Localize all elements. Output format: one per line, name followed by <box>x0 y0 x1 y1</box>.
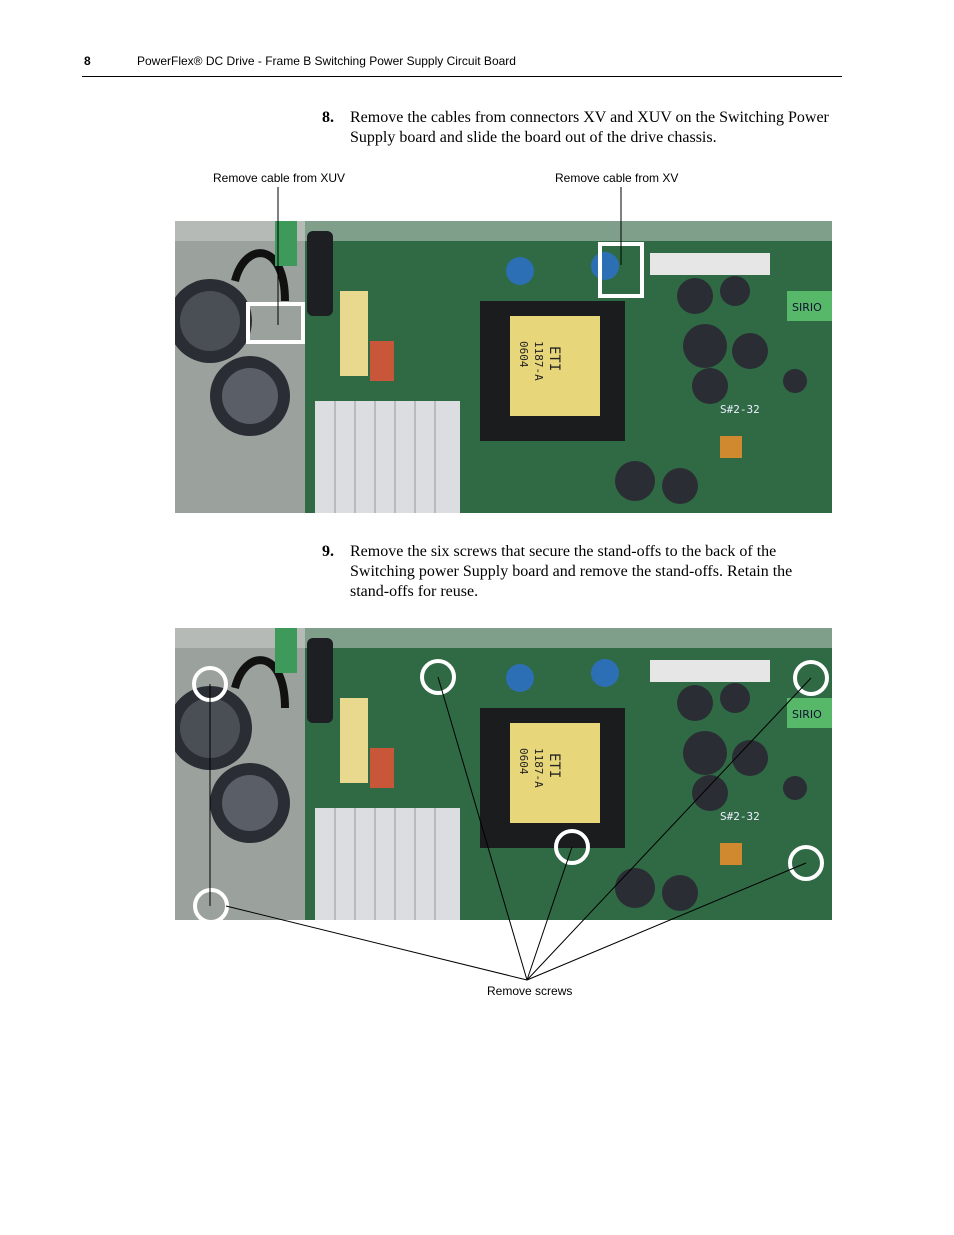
page-number: 8 <box>84 54 91 68</box>
transformer-label-3: 0604 <box>517 341 530 368</box>
step-9: 9. Remove the six screws that secure the… <box>322 542 832 602</box>
callout-remove-screws: Remove screws <box>487 984 573 998</box>
running-header-title: PowerFlex® DC Drive - Frame B Switching … <box>137 54 516 68</box>
step-text: Remove the cables from connectors XV and… <box>350 109 829 146</box>
header-rule <box>82 76 842 77</box>
board-photo-screws: ETI 1187-A 0604 SIRIO S#2-32 <box>175 628 832 920</box>
transformer-label-2: 1187-A <box>532 341 545 381</box>
step-number: 9. <box>322 543 334 560</box>
switch-label: S#2-32 <box>720 403 760 416</box>
step-number: 8. <box>322 109 334 126</box>
step-8: 8. Remove the cables from connectors XV … <box>322 108 832 148</box>
callout-remove-cable-xuv: Remove cable from XUV <box>213 171 346 185</box>
pcb-illustration: ETI 1187-A 0604 SIRIO S#2-32 <box>175 221 832 513</box>
switch-label: S#2-32 <box>720 810 760 823</box>
brand-label: SIRIO <box>792 301 822 314</box>
callout-remove-cable-xv: Remove cable from XV <box>555 171 679 185</box>
transformer-label-2: 1187-A <box>532 748 545 788</box>
transformer-label-1: ETI <box>546 753 562 778</box>
step-text: Remove the six screws that secure the st… <box>350 543 793 600</box>
transformer-label-3: 0604 <box>517 748 530 775</box>
pcb-illustration: ETI 1187-A 0604 SIRIO S#2-32 <box>175 628 832 920</box>
board-photo-connectors: ETI 1187-A 0604 SIRIO S#2-32 <box>175 221 832 513</box>
transformer-label-1: ETI <box>546 346 562 371</box>
brand-label: SIRIO <box>792 708 822 721</box>
